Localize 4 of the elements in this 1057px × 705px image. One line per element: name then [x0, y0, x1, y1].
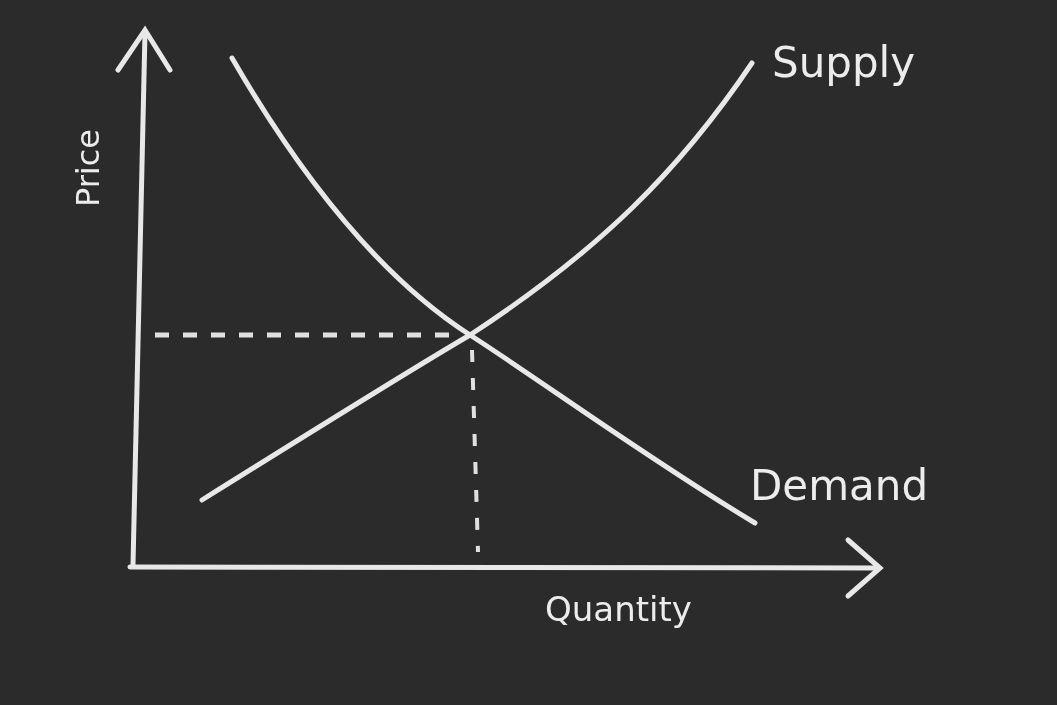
- curve-label: Demand: [750, 465, 929, 507]
- axis-label: Price: [72, 128, 105, 208]
- axis-label: Quantity: [545, 592, 692, 626]
- curve-label: Supply: [772, 42, 916, 84]
